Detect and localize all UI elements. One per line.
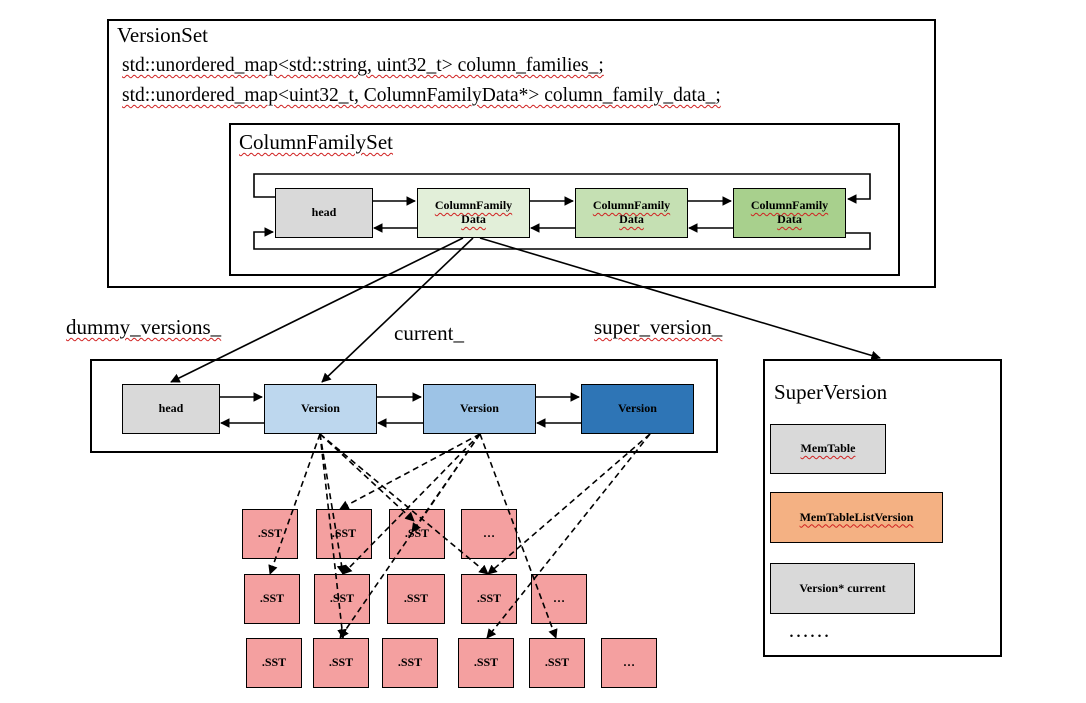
super-version-label: super_version_: [594, 315, 723, 339]
sst-file: .SST: [242, 509, 298, 559]
sst-file: .SST: [458, 638, 514, 688]
memtable-node: MemTable: [770, 424, 886, 474]
version-current-node: Version* current: [770, 563, 915, 614]
sst-file: .SST: [246, 638, 302, 688]
sst-file: .SST: [387, 574, 445, 624]
dummy-versions-label: dummy_versions_: [66, 315, 222, 339]
sst-file: .SST: [382, 638, 438, 688]
sst-ellipsis: …: [531, 574, 587, 624]
version-node-2: Version: [423, 384, 536, 434]
version-node-1: Version: [264, 384, 377, 434]
column-family-data-node-2: ColumnFamily Data: [575, 188, 688, 238]
memtable-list-version-node: MemTableListVersion: [770, 492, 943, 543]
superversion-ellipsis: ……: [788, 618, 830, 642]
versionset-title: VersionSet: [117, 23, 208, 47]
column-family-data-node-1: ColumnFamily Data: [417, 188, 530, 238]
column-family-data-map: std::unordered_map<uint32_t, ColumnFamil…: [122, 85, 721, 106]
sst-file: .SST: [314, 574, 370, 624]
sst-file: .SST: [389, 509, 445, 559]
sst-file: .SST: [316, 509, 372, 559]
superversion-frame: [763, 359, 1002, 657]
sst-file: .SST: [244, 574, 300, 624]
column-families-map: std::unordered_map<std::string, uint32_t…: [122, 55, 604, 76]
current-label: current_: [394, 321, 464, 345]
cfset-head-node: head: [275, 188, 373, 238]
version-node-3: Version: [581, 384, 694, 434]
sst-ellipsis: …: [461, 509, 517, 559]
sst-file: .SST: [461, 574, 517, 624]
column-family-data-node-3: ColumnFamily Data: [733, 188, 846, 238]
sst-ellipsis: …: [601, 638, 657, 688]
column-family-set-title: ColumnFamilySet: [239, 130, 394, 154]
sst-file: .SST: [529, 638, 585, 688]
version-head-node: head: [122, 384, 220, 434]
superversion-title: SuperVersion: [774, 380, 888, 404]
sst-file: .SST: [313, 638, 369, 688]
